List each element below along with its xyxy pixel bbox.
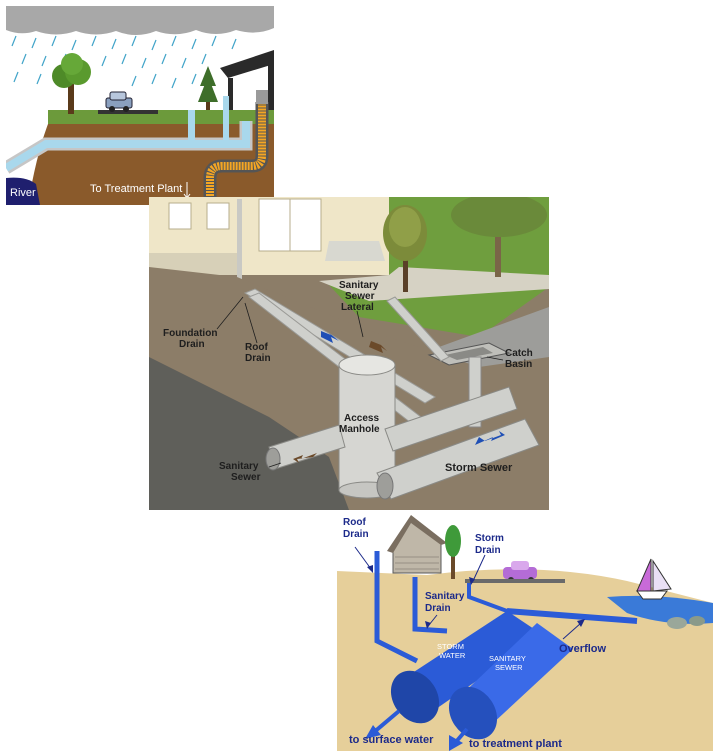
- sidewalk: [319, 267, 549, 301]
- combined-sewer-diagram: River To Treatment Plant: [6, 6, 274, 205]
- svg-text:Manhole: Manhole: [339, 424, 380, 435]
- svg-text:SEWER: SEWER: [495, 663, 523, 672]
- storm-drain-label: Storm: [475, 533, 504, 544]
- sanitary-lateral-label: Sanitary: [339, 280, 379, 291]
- rock: [667, 617, 687, 629]
- pine-tree: [198, 66, 218, 110]
- river-label: River: [10, 187, 36, 199]
- svg-text:Drain: Drain: [245, 353, 271, 364]
- separate-sewer-diagram: Foundation Drain Roof Drain Sanitary Sew…: [149, 197, 549, 510]
- river: [6, 177, 40, 205]
- storm-sewer-label: Storm Sewer: [445, 462, 513, 474]
- tree-right: [451, 197, 547, 277]
- roof-drain-pipe: [374, 551, 419, 664]
- svg-text:Lateral: Lateral: [341, 302, 374, 313]
- overflow-pipe: [506, 608, 638, 624]
- storm-pipe: [6, 96, 253, 174]
- storm-flow-arrow-icon: [321, 331, 339, 343]
- sanitary-flow-arrow-icon: [369, 341, 387, 353]
- lake: [607, 595, 713, 624]
- sanitary-sewer-pipe-label: SANITARY: [489, 654, 526, 663]
- storm-sewer-pipe: [376, 386, 540, 500]
- sanitary-drain-pipe: [412, 577, 448, 634]
- cloud: [6, 6, 274, 35]
- svg-text:Sewer: Sewer: [345, 291, 375, 302]
- svg-text:Basin: Basin: [505, 359, 532, 370]
- storm-water-pipe-label: STORM: [437, 642, 464, 651]
- svg-text:Drain: Drain: [179, 339, 205, 350]
- svg-text:Sewer: Sewer: [231, 472, 261, 483]
- svg-text:Drain: Drain: [475, 545, 501, 556]
- catch-basin-label: Catch: [505, 348, 533, 359]
- building: [220, 50, 274, 128]
- access-manhole-label: Access: [344, 413, 379, 424]
- cartoon-sewer-diagram: Roof Drain Storm Drain Sanitary Drain Ov…: [337, 511, 713, 751]
- sanitary-sewer-label: Sanitary: [219, 461, 259, 472]
- storm-water-pipe: [390, 611, 543, 724]
- svg-text:Drain: Drain: [425, 603, 451, 614]
- sanitary-pipe: [203, 90, 269, 205]
- foundation-drain-label: Foundation: [163, 328, 217, 339]
- storm-flow-arrow-icon: [475, 431, 505, 445]
- to-treatment-plant-label: to treatment plant: [469, 738, 562, 750]
- roof-drain-label: Roof: [245, 342, 268, 353]
- overflow-label: Overflow: [559, 643, 607, 655]
- sanitary-flow-arrow-icon: [293, 453, 317, 463]
- tree: [52, 53, 91, 114]
- treatment-plant-label: To Treatment Plant: [90, 183, 182, 195]
- sanitary-sewer-pipe: [448, 623, 573, 740]
- sailboat: [636, 558, 672, 600]
- tree: [445, 525, 461, 579]
- tree-left: [383, 205, 427, 292]
- storm-drain-pipe: [467, 583, 508, 613]
- house: [387, 515, 447, 574]
- svg-text:Drain: Drain: [343, 529, 369, 540]
- sanitary-drain-label: Sanitary: [425, 591, 465, 602]
- surface-water-arrow-icon: [365, 709, 401, 739]
- to-surface-water-label: to surface water: [349, 734, 434, 746]
- roof-drain-label: Roof: [343, 517, 366, 528]
- car: [105, 91, 133, 112]
- treatment-plant-arrow-icon: [449, 727, 469, 751]
- svg-text:WATER: WATER: [439, 651, 466, 660]
